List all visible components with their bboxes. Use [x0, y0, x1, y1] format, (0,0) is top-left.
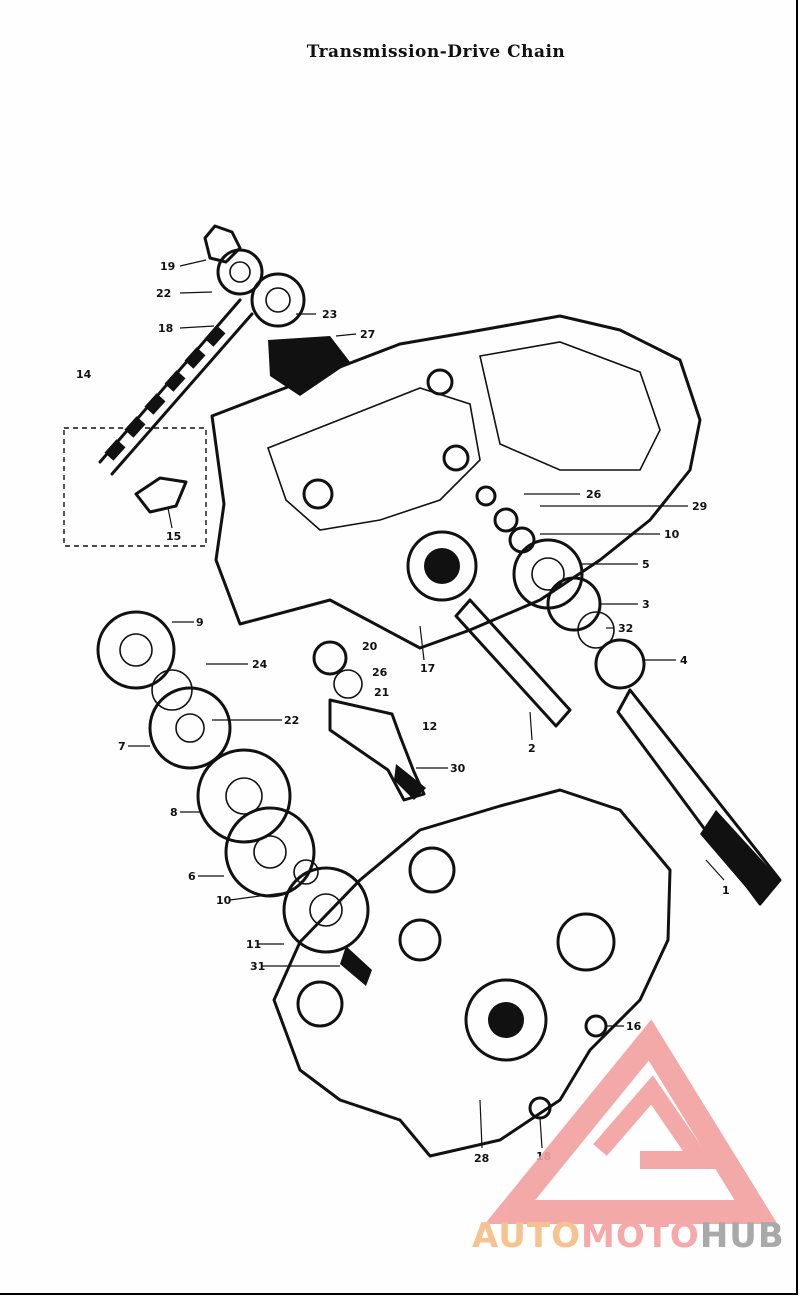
callout-4: 4	[680, 654, 688, 667]
callout-31: 31	[250, 960, 265, 973]
lower-crankcase	[272, 788, 672, 1158]
callout-19: 19	[160, 260, 175, 273]
callout-15: 15	[166, 530, 181, 543]
gear-4	[594, 638, 646, 690]
chain-master-link	[134, 476, 188, 514]
callout-28: 28	[474, 1152, 489, 1165]
callout-11: 11	[246, 938, 261, 951]
gear-8	[196, 748, 292, 844]
callout-17: 17	[420, 662, 435, 675]
bearing-28	[464, 978, 548, 1062]
callout-9: 9	[196, 616, 204, 629]
callout-14: 14	[76, 368, 92, 381]
callout-12: 12	[422, 720, 437, 733]
callout-8: 8	[170, 806, 178, 819]
automotohub-logo-icon	[484, 1019, 778, 1224]
callout-10: 10	[664, 528, 680, 541]
drive-chain	[98, 298, 254, 476]
countershaft-sprocket	[250, 272, 306, 328]
callout-18: 18	[158, 322, 173, 335]
callout-32: 32	[618, 622, 633, 635]
small-sprocket	[216, 248, 264, 296]
washer-10	[293, 859, 319, 885]
shaft-assembly-right	[454, 485, 782, 906]
sprocket-spacer-27	[268, 336, 350, 396]
callout-23: 23	[322, 308, 337, 321]
washer-20	[312, 640, 348, 676]
callout-2: 2	[528, 742, 536, 755]
callout-21: 21	[374, 686, 389, 699]
callout-5: 5	[642, 558, 650, 571]
chain-link-dashed-box	[63, 427, 207, 547]
callout-22: 22	[156, 287, 171, 300]
callout-7: 7	[118, 740, 126, 753]
watermark-auto: AUTO	[472, 1216, 581, 1256]
callout-27: 27	[360, 328, 375, 341]
part-30	[394, 764, 426, 800]
callout-10-lower: 10	[216, 894, 232, 907]
callout-1: 1	[722, 884, 730, 897]
gear-9	[96, 610, 176, 690]
callout-29: 29	[692, 500, 707, 513]
watermark-text: AUTOMOTOHUB	[472, 1216, 785, 1256]
gear-11	[282, 866, 370, 954]
callout-16: 16	[626, 1020, 642, 1033]
watermark-hub: HUB	[699, 1216, 785, 1256]
shaft-12	[328, 698, 426, 802]
callout-leaders	[128, 259, 725, 1149]
callout-3: 3	[642, 598, 650, 611]
washer-24	[151, 669, 193, 711]
watermark-moto: MOTO	[580, 1216, 700, 1256]
callout-6: 6	[188, 870, 196, 883]
callout-24: 24	[252, 658, 268, 671]
upper-crankcase	[210, 314, 702, 650]
gear-6	[224, 806, 316, 898]
page-title: Transmission-Drive Chain	[306, 42, 566, 62]
nut-31	[340, 946, 372, 986]
sprocket-nut	[203, 224, 242, 264]
callout-26-lower: 26	[372, 666, 388, 679]
callout-26: 26	[586, 488, 602, 501]
callout-20: 20	[362, 640, 378, 653]
callout-22-lower: 22	[284, 714, 299, 727]
callout-30: 30	[450, 762, 466, 775]
drive-chain-group	[63, 224, 350, 547]
kick-shaft-group	[312, 640, 426, 802]
bearing-17	[406, 530, 478, 602]
gear-7	[148, 686, 232, 770]
gear-cluster-left	[96, 610, 372, 986]
countershaft-2	[454, 598, 572, 728]
